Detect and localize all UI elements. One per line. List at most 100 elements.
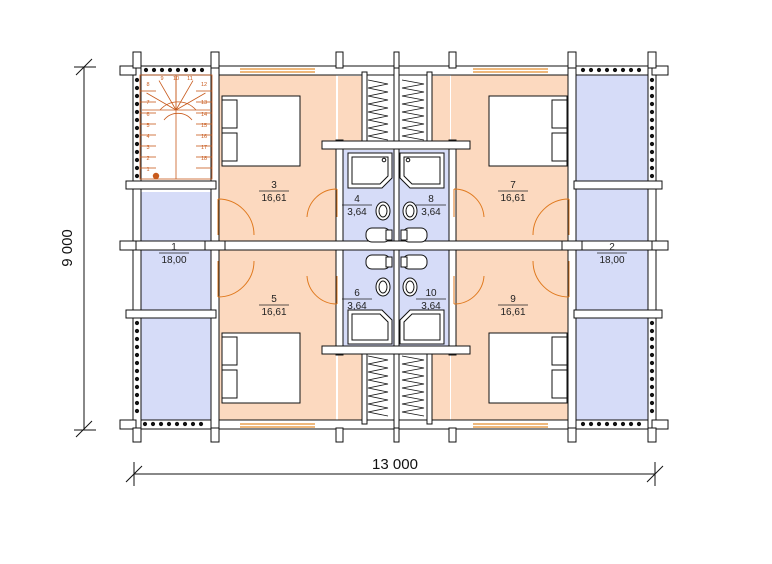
room-label-10: 103,64	[416, 288, 446, 312]
shower-room-8	[399, 152, 445, 189]
bed-room-9	[488, 332, 568, 404]
log-dot	[134, 93, 140, 99]
log-dot	[134, 173, 140, 179]
room-1-fill	[136, 192, 212, 420]
wardrobe-hangers	[367, 79, 389, 141]
wall-stair-right	[573, 180, 663, 190]
log-dot	[199, 67, 205, 73]
log-dot	[604, 67, 610, 73]
log-dot	[636, 421, 642, 427]
room-number: 2	[609, 242, 615, 253]
room-number: 7	[510, 180, 516, 191]
log-dot	[182, 421, 188, 427]
wardrobe-hangers	[401, 79, 425, 141]
room-number: 9	[510, 294, 516, 305]
log-dots	[134, 67, 655, 427]
wall-stair	[125, 180, 217, 190]
door-swing	[217, 198, 255, 236]
room-label-9: 916,61	[498, 294, 528, 318]
log-stub	[132, 51, 142, 69]
wardrobe-hangers	[401, 355, 425, 417]
walls	[119, 51, 669, 443]
log-dot	[183, 67, 189, 73]
log-dot	[649, 101, 655, 107]
bed-room-7	[488, 95, 568, 167]
log-dot	[649, 352, 655, 358]
corridor-top-left-fill	[338, 76, 362, 148]
stair-step-number: 6	[146, 112, 149, 118]
log-stub	[132, 427, 142, 443]
log-dot	[649, 149, 655, 155]
log-dot	[134, 360, 140, 366]
log-dot	[596, 67, 602, 73]
dimension-lines	[74, 58, 664, 486]
room-number: 4	[354, 194, 360, 205]
log-dot	[628, 67, 634, 73]
log-dot	[628, 421, 634, 427]
log-stub	[448, 51, 457, 69]
log-dot	[580, 67, 586, 73]
log-dot	[158, 421, 164, 427]
log-dot	[134, 77, 140, 83]
door-swing	[532, 198, 570, 236]
log-dot	[134, 117, 140, 123]
log-dot	[134, 368, 140, 374]
log-dot	[649, 157, 655, 163]
room-label-7: 716,61	[498, 180, 528, 204]
log-stub	[393, 51, 400, 69]
sinks	[375, 201, 418, 297]
stair-step-number: 12	[201, 82, 207, 88]
log-dot	[649, 368, 655, 374]
log-stub	[448, 427, 457, 443]
wall-bottom-right-stub	[573, 309, 663, 319]
log-dot	[649, 165, 655, 171]
log-dot	[134, 400, 140, 406]
wall-wardrobe-right-tl	[426, 71, 433, 149]
log-dot	[167, 67, 173, 73]
wall-bath-bottom	[321, 345, 471, 355]
room-label-3: 316,61	[259, 180, 289, 204]
log-dot	[175, 67, 181, 73]
shower-room-10	[399, 309, 445, 345]
beds	[221, 95, 568, 404]
log-dot	[649, 376, 655, 382]
log-dot	[134, 85, 140, 91]
stair-step-number: 10	[173, 76, 179, 82]
stair-step-number: 11	[187, 76, 193, 82]
stair-start-dot	[152, 172, 160, 180]
room-number: 3	[271, 180, 277, 191]
room-label-5: 516,61	[259, 294, 289, 318]
log-stub	[651, 240, 669, 251]
stair-step-number: 1	[146, 167, 149, 173]
log-dot	[134, 109, 140, 115]
log-stub	[561, 240, 583, 251]
room-number: 10	[425, 288, 437, 299]
log-dot	[134, 320, 140, 326]
log-stub	[335, 427, 344, 443]
room-area: 16,61	[261, 307, 286, 318]
wardrobe-hangers	[367, 355, 389, 417]
log-dot	[134, 352, 140, 358]
log-dot	[649, 344, 655, 350]
log-dot	[134, 133, 140, 139]
stair-step-number: 7	[146, 100, 149, 106]
log-dot	[649, 141, 655, 147]
log-dot	[649, 77, 655, 83]
room-area: 16,61	[500, 193, 525, 204]
dimension-width-label: 13 000	[372, 456, 418, 473]
bath-fixtures	[347, 152, 445, 345]
room-label-4: 43,64	[342, 194, 372, 218]
log-dot	[166, 421, 172, 427]
wall-bottom-left-stub	[125, 309, 217, 319]
log-dot	[580, 421, 586, 427]
bed-room-5	[221, 332, 301, 404]
stair-step-number: 15	[201, 123, 207, 129]
log-dot	[134, 141, 140, 147]
log-dot	[134, 101, 140, 107]
log-dot	[151, 67, 157, 73]
log-dot	[190, 421, 196, 427]
stair-step-number: 8	[146, 82, 149, 88]
log-stub	[210, 51, 220, 69]
room-number: 8	[428, 194, 434, 205]
log-dot	[134, 392, 140, 398]
